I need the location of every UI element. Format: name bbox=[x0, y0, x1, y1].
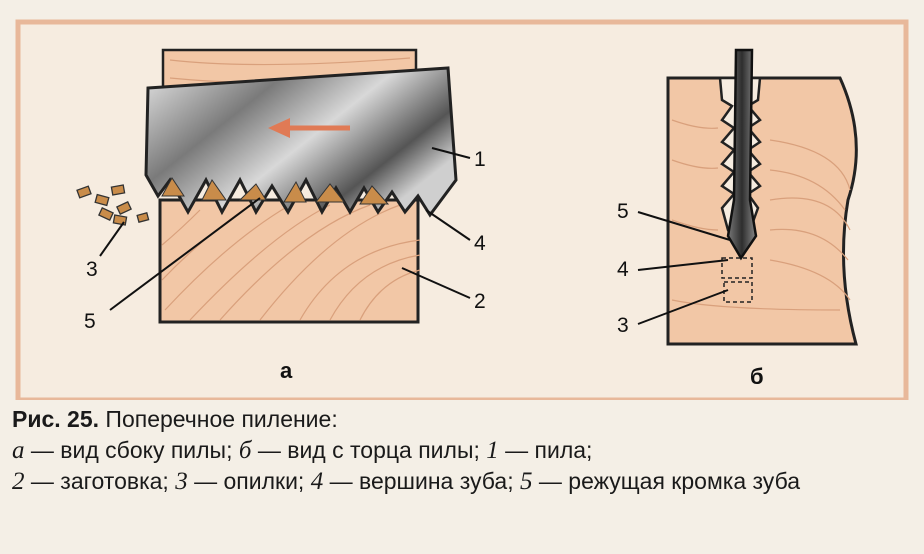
caption-key-a: а bbox=[12, 437, 25, 464]
callout-b-3: 3 bbox=[617, 314, 629, 337]
panel-b: 5 4 3 б bbox=[617, 48, 858, 389]
caption-title: Поперечное пиление: bbox=[105, 406, 338, 432]
workpiece-end bbox=[666, 76, 858, 346]
leader-lines-b bbox=[637, 211, 731, 325]
saw-blade-end bbox=[726, 48, 758, 261]
caption-text-1: пила; bbox=[534, 437, 593, 463]
caption-line-2: 2 — заготовка; 3 — опилки; 4 — вершина з… bbox=[12, 468, 800, 495]
tooth-chips bbox=[161, 177, 390, 205]
direction-arrow bbox=[268, 118, 350, 138]
caption-key-2: 2 bbox=[12, 468, 25, 495]
leader-lines-a bbox=[99, 147, 471, 311]
callout-a-3: 3 bbox=[86, 258, 98, 281]
figure-caption: Рис. 25. Поперечное пиление: а — вид сбо… bbox=[12, 404, 912, 497]
callout-b-5: 5 bbox=[617, 200, 629, 223]
saw-blade bbox=[144, 66, 458, 218]
sawdust-pieces bbox=[76, 184, 150, 226]
callout-a-4: 4 bbox=[474, 232, 486, 255]
caption-key-b: б bbox=[238, 437, 252, 464]
figure-illustration: 1 4 2 3 5 а bbox=[15, 19, 909, 400]
caption-text-2: заготовка; bbox=[60, 468, 169, 494]
caption-text-a: вид сбоку пилы; bbox=[60, 437, 233, 463]
caption-text-4: вершина зуба; bbox=[359, 468, 514, 494]
caption-title-line: Рис. 25. Поперечное пиление: bbox=[12, 404, 912, 435]
caption-key-3: 3 bbox=[175, 468, 188, 495]
caption-text-3: опилки; bbox=[223, 468, 305, 494]
caption-text-5: режущая кромка зуба bbox=[568, 468, 800, 494]
panel-a-label: а bbox=[280, 358, 293, 383]
workpiece bbox=[158, 198, 420, 324]
caption-key-1: 1 bbox=[486, 437, 499, 464]
caption-key-5: 5 bbox=[520, 468, 533, 495]
end-grain bbox=[671, 119, 851, 311]
panel-b-label: б bbox=[750, 364, 764, 389]
callout-a-5: 5 bbox=[84, 310, 96, 333]
callout-b-4: 4 bbox=[617, 258, 629, 281]
panel-a: 1 4 2 3 5 а bbox=[76, 48, 486, 383]
figure-number: Рис. 25. bbox=[12, 406, 100, 432]
caption-line-1: а — вид сбоку пилы; б — вид с торца пилы… bbox=[12, 437, 593, 464]
caption-key-4: 4 bbox=[310, 468, 324, 495]
callout-a-2: 2 bbox=[474, 290, 486, 313]
caption-text-b: вид с торца пилы; bbox=[287, 437, 480, 463]
callout-a-1: 1 bbox=[474, 148, 486, 171]
